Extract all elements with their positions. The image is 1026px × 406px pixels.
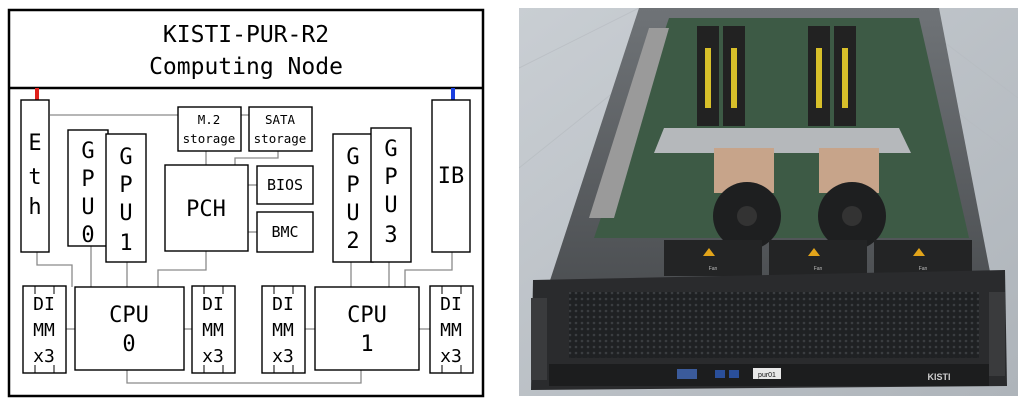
- pch-label: PCH: [186, 197, 226, 222]
- sata-storage: SATA storage: [248, 106, 313, 152]
- dimm-label-3: x3: [202, 346, 224, 367]
- vga-port: [677, 369, 697, 379]
- m2-storage: M.2 storage: [177, 106, 242, 152]
- diagram-subtitle: Computing Node: [149, 54, 343, 80]
- eth-label-2: t: [28, 165, 41, 190]
- dimm-label-2: MM: [440, 320, 462, 341]
- cpu1-label-1: CPU: [347, 303, 387, 328]
- dimm-block-2: DI MM x3: [191, 285, 236, 374]
- support-bar: [654, 128, 911, 153]
- sata-label-2: storage: [254, 131, 307, 146]
- dimm-label-1: DI: [33, 294, 55, 315]
- interconnect-wires: [36, 114, 453, 384]
- bmc-label: BMC: [271, 223, 298, 241]
- asset-tag: [753, 368, 781, 379]
- brand-logo: KISTI: [927, 372, 950, 382]
- gpu3-label-3: U: [384, 193, 397, 218]
- gpu2-label-4: 2: [346, 229, 359, 254]
- fan-label: Fan: [709, 266, 718, 272]
- gpu0-label-4: 0: [81, 223, 94, 248]
- usb-port: [729, 370, 739, 378]
- gpu1-card: G P U 1: [105, 133, 147, 263]
- side-tray: [589, 28, 669, 218]
- cpu1: CPU 1: [314, 286, 420, 371]
- pch-chip: PCH: [164, 164, 249, 252]
- dimm-label-2: MM: [202, 320, 224, 341]
- gpu0-label-1: G: [81, 139, 94, 164]
- sata-label-1: SATA: [265, 112, 296, 127]
- eth-label-3: h: [28, 195, 41, 220]
- cpu0-label-1: CPU: [109, 303, 149, 328]
- bios-chip: BIOS: [256, 165, 314, 205]
- dimm-label-2: MM: [33, 320, 55, 341]
- gpu0-label-3: U: [81, 195, 94, 220]
- bios-label: BIOS: [267, 176, 303, 194]
- gpu3-label-4: 3: [384, 223, 397, 248]
- gpu1-label-3: U: [119, 201, 132, 226]
- m2-label-1: M.2: [198, 112, 221, 127]
- gpu1-label-2: P: [119, 173, 132, 198]
- gpu2-label-1: G: [346, 145, 359, 170]
- dimm-label-1: DI: [440, 294, 462, 315]
- gpu3-label-2: P: [384, 165, 397, 190]
- fan-label: Fan: [919, 266, 928, 272]
- rack-ear-right: [989, 292, 1005, 376]
- eth-card: E t h: [20, 99, 50, 253]
- dimm-label-3: x3: [33, 346, 55, 367]
- rack-ear-left: [531, 298, 547, 380]
- gpu-cards: [697, 26, 856, 126]
- cpu-heatsinks: [713, 148, 886, 250]
- ib-card: IB: [431, 99, 471, 253]
- bmc-chip: BMC: [256, 211, 314, 253]
- gpu0-card: G P U 0: [67, 129, 109, 248]
- gpu3-label-1: G: [384, 137, 397, 162]
- cpu0-label-2: 0: [122, 332, 135, 357]
- cpu0: CPU 0: [74, 286, 185, 371]
- computing-node-diagram: KISTI-PUR-R2 Computing Node E t h G P U: [7, 8, 485, 398]
- gpu1-label-1: G: [119, 145, 132, 170]
- gpu2-label-3: U: [346, 201, 359, 226]
- dimm-label-3: x3: [440, 346, 462, 367]
- usb-port: [715, 370, 725, 378]
- dimm-label-2: MM: [272, 320, 294, 341]
- ib-label: IB: [438, 164, 465, 189]
- server-photo: Fan Fan Fan pur01 KISTI: [519, 8, 1018, 396]
- dimm-label-3: x3: [272, 346, 294, 367]
- cpu1-label-2: 1: [360, 332, 373, 357]
- dimm-label-1: DI: [272, 294, 294, 315]
- gpu2-card: G P U 2: [332, 133, 374, 263]
- gpu1-label-4: 1: [119, 231, 132, 256]
- fan-modules: Fan Fan Fan: [664, 240, 972, 276]
- eth-label-1: E: [28, 131, 41, 156]
- dimm-block-1: DI MM x3: [22, 285, 67, 374]
- asset-tag-text: pur01: [758, 372, 776, 379]
- fan-label: Fan: [814, 266, 823, 272]
- dimm-block-4: DI MM x3: [429, 285, 474, 374]
- dimm-block-3: DI MM x3: [261, 285, 306, 374]
- gpu3-card: G P U 3: [370, 127, 412, 263]
- gpu0-label-2: P: [81, 167, 94, 192]
- m2-label-2: storage: [183, 131, 236, 146]
- gpu2-label-2: P: [346, 173, 359, 198]
- dimm-label-1: DI: [202, 294, 224, 315]
- front-grill: [569, 292, 979, 358]
- diagram-title: KISTI-PUR-R2: [163, 22, 329, 48]
